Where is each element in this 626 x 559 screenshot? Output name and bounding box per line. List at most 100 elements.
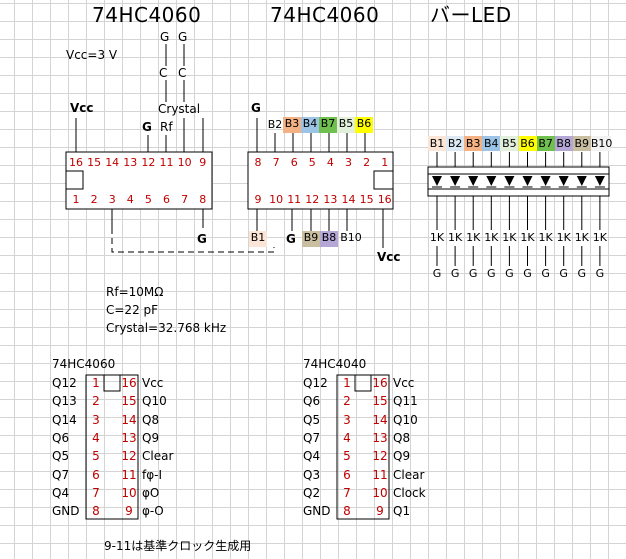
chip1-pin-3: 3 xyxy=(108,193,116,206)
led-diode-5 xyxy=(504,176,515,186)
chip1-pin-1: 1 xyxy=(72,193,80,206)
table1-left-2: Q13 xyxy=(52,394,77,409)
chip2-g-bottom-label: G xyxy=(286,232,296,246)
chip2-pin-4: 4 xyxy=(326,156,334,169)
led-ground-3: G xyxy=(468,267,478,280)
table2-pin-4: 4 xyxy=(343,430,351,445)
table1-right-4: Q9 xyxy=(142,430,160,445)
led-resistor-8: 1K xyxy=(556,231,571,244)
table2-pin-1: 1 xyxy=(343,376,351,390)
chip1-vcc-label: Vcc xyxy=(70,101,94,115)
led-ground-4: G xyxy=(487,267,496,280)
chip2-b7-label: B7 xyxy=(319,117,337,133)
chip2-pin-7: 7 xyxy=(272,156,280,169)
table2-pin-15: 15 xyxy=(372,394,388,409)
chip2-pin-6: 6 xyxy=(290,156,298,169)
table2-left-8: GND xyxy=(303,504,331,519)
chip2-pin-16: 16 xyxy=(377,193,392,206)
chip2-bottom-leads xyxy=(256,209,384,248)
led-name-B7: B7 xyxy=(536,136,555,151)
chip2-top-leads xyxy=(256,118,366,152)
led-resistor-3: 1K xyxy=(466,231,481,244)
table2-pin-8: 8 xyxy=(343,504,351,519)
table1-pin-2: 2 xyxy=(92,394,100,409)
table2-left-4: Q7 xyxy=(303,430,321,445)
formula-crystal: Crystal=32.768 kHz xyxy=(106,321,227,335)
chip2-notch xyxy=(373,170,394,190)
led-ground-9: G xyxy=(577,267,587,280)
table1-pin-4: 4 xyxy=(92,430,100,445)
chip1-pin-14: 14 xyxy=(105,156,120,169)
table2-right-6: Clear xyxy=(393,467,425,482)
chip1-pin-5: 5 xyxy=(144,193,152,206)
table1-pin-16: 16 xyxy=(121,376,137,390)
led-ground-1: G xyxy=(432,267,442,280)
table1-pin-13: 13 xyxy=(121,430,137,445)
table2-left-7: Q2 xyxy=(303,485,321,500)
table2-right-5: Q9 xyxy=(393,449,411,464)
table1-pin-7: 7 xyxy=(92,485,100,500)
chip1-pin-16: 16 xyxy=(69,156,83,169)
table1-right-7: φO xyxy=(142,485,160,500)
table1-right-6: fφ-I xyxy=(142,467,163,482)
table1-pin-9: 9 xyxy=(125,504,133,519)
formula-rf: Rf=10MΩ xyxy=(106,285,164,299)
table1-pin-5: 5 xyxy=(92,449,100,464)
table1-right-1: Vcc xyxy=(142,376,164,390)
table2-pin-16: 16 xyxy=(372,376,388,390)
chip2-pin-10: 10 xyxy=(269,193,284,206)
chip2-b6-label: B6 xyxy=(355,117,373,133)
table2-pin-11: 11 xyxy=(372,467,388,482)
table1-pin-3: 3 xyxy=(92,412,100,427)
table2-pin-12: 12 xyxy=(372,449,388,464)
cap-c-1: C xyxy=(159,66,168,80)
chip2-pin-3: 3 xyxy=(345,156,352,169)
led-diode-1 xyxy=(432,176,442,186)
led-name-B9: B9 xyxy=(572,136,591,151)
led-diode-10 xyxy=(594,176,605,186)
led-diode-7 xyxy=(540,176,551,186)
table2-left-2: Q6 xyxy=(303,394,321,409)
table1-right-5: Clear xyxy=(142,449,174,464)
led-diode-9 xyxy=(576,176,587,186)
chip2-g-top-label: G xyxy=(251,101,261,115)
chip2-b1-label: B1 xyxy=(249,231,267,247)
chip1-g-label: G xyxy=(142,120,152,134)
chip1-top-leads xyxy=(75,44,204,152)
led-resistor-9: 1K xyxy=(574,231,589,244)
table1-left-1: Q12 xyxy=(52,376,77,390)
led-resistor-10: 1K xyxy=(592,231,607,244)
chip1-pin-12: 12 xyxy=(141,156,156,169)
led-ground-5: G xyxy=(505,267,514,280)
chip2-b9-label: B9 xyxy=(302,231,320,247)
table1-right-3: Q8 xyxy=(142,412,160,427)
table1-right-2: Q10 xyxy=(142,394,167,409)
chip1-notch xyxy=(65,170,84,190)
rf-label: Rf xyxy=(160,120,173,134)
title-left: 74HC4060 xyxy=(92,3,202,27)
table2-left-3: Q5 xyxy=(303,412,321,427)
chip2-b2-label: B2 xyxy=(267,118,283,131)
table1-right-8: φ-O xyxy=(142,504,164,519)
led-ground-7: G xyxy=(541,267,550,280)
chip2-pin-1: 1 xyxy=(381,156,389,169)
chip2-b10-label: B10 xyxy=(340,231,362,244)
led-resistor-1: 1K xyxy=(429,231,445,244)
chip2-pin-2: 2 xyxy=(363,156,371,169)
table1-left-5: Q5 xyxy=(52,449,70,464)
chip2-vcc-label: Vcc xyxy=(377,250,401,264)
table2-pin-13: 13 xyxy=(372,430,388,445)
cap-c-2: C xyxy=(178,66,187,80)
table2-right-4: Q8 xyxy=(393,430,411,445)
led-name-B2: B2 xyxy=(446,136,465,151)
led-name-B4: B4 xyxy=(482,136,501,151)
table2-pin-7: 7 xyxy=(343,485,351,500)
table1-left-7: Q4 xyxy=(52,485,70,500)
table1-pin-14: 14 xyxy=(121,412,137,427)
chip2-b3-label: B3 xyxy=(283,117,301,133)
table2-pin-5: 5 xyxy=(343,449,351,464)
chip1-pin-13: 13 xyxy=(123,156,138,169)
table1-left-6: Q7 xyxy=(52,467,70,482)
